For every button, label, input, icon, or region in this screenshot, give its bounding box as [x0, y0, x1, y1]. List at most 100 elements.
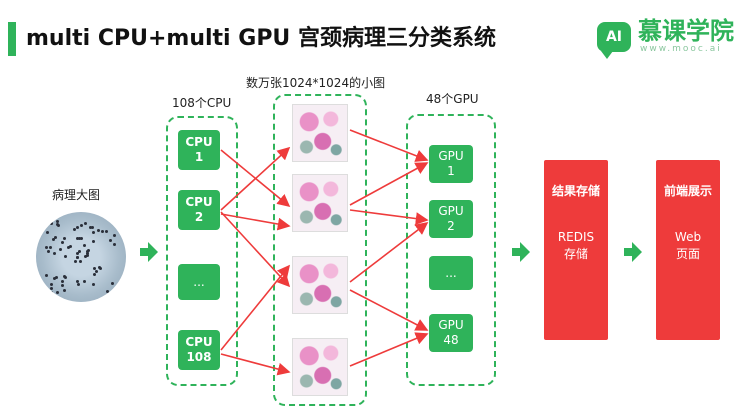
slide-speckle: [73, 227, 77, 231]
slide-speckle: [52, 251, 56, 255]
slide-speckle: [50, 291, 54, 295]
input-label: 病理大图: [52, 188, 101, 202]
slide-speckle: [55, 220, 59, 224]
slide-speckle: [60, 241, 64, 245]
cpu-tile-link: [220, 146, 291, 211]
slide-speckle: [82, 279, 86, 283]
gpu-group: [406, 114, 496, 386]
slide-speckle: [67, 245, 71, 249]
slide-speckle: [97, 229, 101, 233]
slide-speckle: [77, 236, 81, 240]
slide-speckle: [75, 255, 79, 259]
storage-box: 结果存储 REDIS 存储: [544, 160, 608, 340]
slide-speckle: [44, 245, 48, 249]
tile-image: [292, 104, 348, 162]
slide-speckle: [86, 253, 90, 257]
slide-speckle: [86, 251, 90, 255]
cpu-node-2: CPU 2: [178, 190, 220, 230]
cpu-tile-link: [220, 353, 291, 376]
slide-speckle: [59, 248, 63, 252]
cpu-node-ellipsis: ...: [178, 264, 220, 300]
slide-speckle: [61, 283, 65, 287]
slide-speckle: [75, 280, 79, 284]
tile-image: [292, 338, 348, 396]
slide-speckle: [63, 275, 67, 279]
tile-gpu-link: [349, 222, 429, 283]
gpu-column-label: 48个GPU: [426, 92, 479, 106]
slide-speckle: [91, 225, 95, 229]
slide-speckle: [79, 236, 83, 240]
logo-name: 慕课学院: [638, 17, 734, 45]
title-accent-bar: [8, 22, 16, 56]
page-title: multi CPU+multi GPU 宫颈病理三分类系统: [26, 26, 496, 51]
slide-speckle: [88, 226, 92, 230]
gpu-node-ellipsis: ...: [429, 256, 473, 290]
slide-speckle: [104, 230, 108, 234]
cpu-node-1: CPU 1: [178, 130, 220, 170]
cpu-column-label: 108个CPU: [172, 96, 232, 110]
cpu-tile-link: [220, 264, 291, 351]
slide-speckle: [49, 283, 53, 287]
tile-gpu-link: [349, 209, 429, 225]
cpu-group: [166, 116, 238, 386]
slide-speckle: [79, 260, 83, 264]
slide-speckle: [55, 275, 59, 279]
slide-speckle: [76, 226, 80, 230]
logo-url: www.mooc.ai: [640, 44, 722, 54]
slide-speckle: [78, 249, 82, 253]
tiles-group: [273, 94, 367, 406]
storage-body: REDIS 存储: [557, 230, 595, 261]
gpu-node-2: GPU 2: [429, 200, 473, 238]
tile-gpu-link: [349, 332, 429, 367]
slide-speckle: [112, 233, 116, 237]
flow-arrow: [140, 242, 158, 262]
slide-speckle: [105, 289, 109, 293]
slide-speckle: [52, 237, 56, 241]
slide-speckle: [87, 248, 91, 252]
slide-speckle: [79, 223, 83, 227]
slide-speckle: [76, 282, 80, 286]
slide-speckle: [53, 236, 57, 240]
slide-speckle: [92, 240, 96, 244]
slide-speckle: [112, 243, 116, 247]
slide-speckle: [63, 288, 67, 292]
cpu-tile-link: [220, 211, 291, 288]
slide-speckle: [48, 245, 52, 249]
slide-speckle: [76, 236, 80, 240]
storage-title: 结果存储: [551, 184, 600, 198]
gpu-node-48: GPU 48: [429, 314, 473, 352]
cpu-node-108: CPU 108: [178, 330, 220, 370]
flow-arrow: [512, 242, 530, 262]
slide-speckle: [64, 276, 68, 280]
slide-speckle: [64, 255, 68, 259]
gpu-node-1: GPU 1: [429, 145, 473, 183]
slide-speckle: [49, 286, 53, 290]
tile-image: [292, 256, 348, 314]
slide-speckle: [56, 222, 60, 226]
tile-gpu-link: [349, 162, 429, 206]
slide-speckle: [56, 290, 60, 294]
slide-speckle: [45, 231, 49, 235]
tile-image: [292, 174, 348, 232]
frontend-body: Web 页面: [674, 230, 702, 261]
slide-speckle: [44, 274, 48, 278]
slide-speckle: [111, 289, 115, 293]
frontend-title: 前端展示: [663, 184, 712, 198]
slide-speckle: [100, 229, 104, 233]
slide-speckle: [53, 277, 56, 281]
slide-speckle: [63, 237, 66, 241]
tile-gpu-link: [349, 129, 429, 162]
slide-speckle: [110, 281, 114, 285]
slide-speckle: [47, 249, 51, 253]
slide-speckle: [94, 270, 98, 274]
slide-speckle: [91, 282, 95, 286]
slide-speckle: [83, 243, 87, 247]
slide-speckle: [83, 221, 87, 225]
slide-speckle: [76, 251, 80, 255]
slide-speckle: [92, 231, 96, 235]
slide-speckle: [74, 259, 78, 263]
tile-gpu-link: [349, 289, 429, 331]
slide-speckle: [60, 279, 64, 283]
slide-speckle: [49, 221, 53, 225]
